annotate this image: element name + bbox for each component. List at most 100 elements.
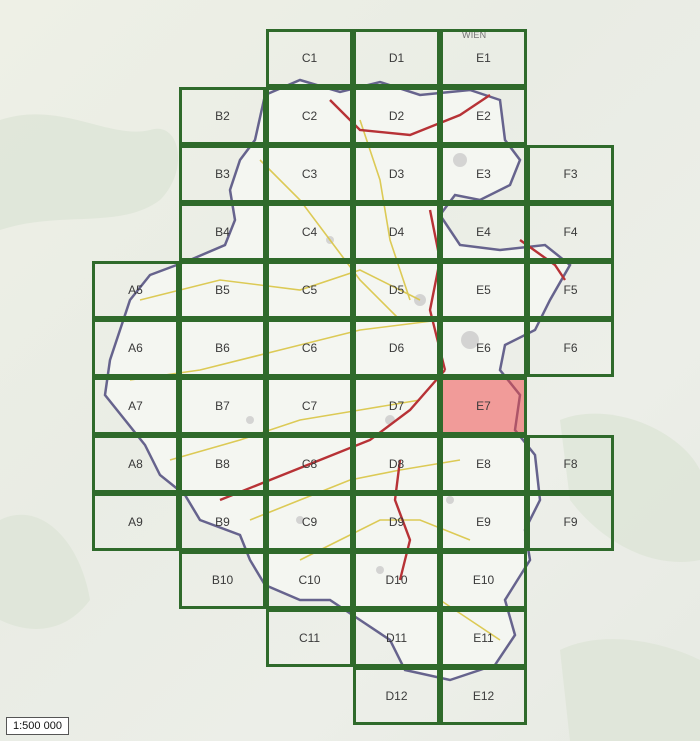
- map-sheet-label: E2: [476, 109, 491, 123]
- map-sheet-a7[interactable]: A7: [92, 377, 179, 435]
- map-sheet-b7[interactable]: B7: [179, 377, 266, 435]
- map-sheet-d11[interactable]: D11: [353, 609, 440, 667]
- map-sheet-b5[interactable]: B5: [179, 261, 266, 319]
- map-sheet-label: C9: [301, 515, 318, 529]
- map-sheet-d4[interactable]: D4: [353, 203, 440, 261]
- map-sheet-d6[interactable]: D6: [353, 319, 440, 377]
- map-sheet-e11[interactable]: E11: [440, 609, 527, 667]
- map-sheet-f6[interactable]: F6: [527, 319, 614, 377]
- map-sheet-f8[interactable]: F8: [527, 435, 614, 493]
- map-sheet-label: B7: [215, 399, 230, 413]
- map-sheet-c2[interactable]: C2: [266, 87, 353, 145]
- map-sheet-label: F5: [563, 283, 578, 297]
- map-sheet-e8[interactable]: E8: [440, 435, 527, 493]
- map-sheet-b6[interactable]: B6: [179, 319, 266, 377]
- map-sheet-d1[interactable]: D1: [353, 29, 440, 87]
- map-sheet-f5[interactable]: F5: [527, 261, 614, 319]
- map-sheet-b4[interactable]: B4: [179, 203, 266, 261]
- map-sheet-c10[interactable]: C10: [266, 551, 353, 609]
- map-sheet-label: C8: [301, 457, 318, 471]
- map-sheet-label: A9: [128, 515, 143, 529]
- map-sheet-f9[interactable]: F9: [527, 493, 614, 551]
- map-sheet-label: D12: [385, 689, 408, 703]
- map-sheet-c1[interactable]: C1: [266, 29, 353, 87]
- map-sheet-d2[interactable]: D2: [353, 87, 440, 145]
- map-sheet-b2[interactable]: B2: [179, 87, 266, 145]
- map-sheet-label: E11: [473, 631, 494, 645]
- map-sheet-label: E8: [476, 457, 491, 471]
- map-sheet-f4[interactable]: F4: [527, 203, 614, 261]
- map-sheet-label: C7: [301, 399, 318, 413]
- map-sheet-d12[interactable]: D12: [353, 667, 440, 725]
- map-sheet-label: C6: [301, 341, 318, 355]
- map-sheet-label: B2: [215, 109, 230, 123]
- map-sheet-e9[interactable]: E9: [440, 493, 527, 551]
- map-sheet-c7[interactable]: C7: [266, 377, 353, 435]
- map-sheet-label: D1: [388, 51, 405, 65]
- map-sheet-label: F9: [563, 515, 578, 529]
- map-sheet-label: D2: [388, 109, 405, 123]
- map-sheet-label: C4: [301, 225, 318, 239]
- map-sheet-e7[interactable]: E7: [440, 377, 527, 435]
- map-sheet-d7[interactable]: D7: [353, 377, 440, 435]
- map-sheet-e1[interactable]: E1: [440, 29, 527, 87]
- map-sheet-label: D5: [388, 283, 405, 297]
- map-sheet-label: B5: [215, 283, 230, 297]
- map-sheet-c3[interactable]: C3: [266, 145, 353, 203]
- map-sheet-label: D6: [388, 341, 405, 355]
- map-sheet-e10[interactable]: E10: [440, 551, 527, 609]
- map-sheet-label: D11: [385, 631, 408, 645]
- map-sheet-label: E5: [476, 283, 491, 297]
- map-sheet-c9[interactable]: C9: [266, 493, 353, 551]
- map-sheet-label: B8: [215, 457, 230, 471]
- map-sheet-e3[interactable]: E3: [440, 145, 527, 203]
- map-sheet-c5[interactable]: C5: [266, 261, 353, 319]
- map-sheet-b10[interactable]: B10: [179, 551, 266, 609]
- map-sheet-d10[interactable]: D10: [353, 551, 440, 609]
- map-sheet-label: D10: [385, 573, 408, 587]
- map-sheet-d8[interactable]: D8: [353, 435, 440, 493]
- map-sheet-a9[interactable]: A9: [92, 493, 179, 551]
- map-sheet-c11[interactable]: C11: [266, 609, 353, 667]
- map-sheet-label: D8: [388, 457, 405, 471]
- map-sheet-f3[interactable]: F3: [527, 145, 614, 203]
- map-sheet-label: A7: [128, 399, 143, 413]
- map-sheet-d9[interactable]: D9: [353, 493, 440, 551]
- map-sheet-label: E6: [476, 341, 491, 355]
- map-sheet-c6[interactable]: C6: [266, 319, 353, 377]
- map-sheet-label: A5: [128, 283, 143, 297]
- map-sheet-label: B10: [211, 573, 234, 587]
- town-label-wien: WIEN: [462, 30, 487, 40]
- region-area: [103, 78, 572, 682]
- map-sheet-a6[interactable]: A6: [92, 319, 179, 377]
- map-sheet-b9[interactable]: B9: [179, 493, 266, 551]
- map-sheet-e5[interactable]: E5: [440, 261, 527, 319]
- map-sheet-label: A8: [128, 457, 143, 471]
- map-sheet-b3[interactable]: B3: [179, 145, 266, 203]
- map-sheet-c4[interactable]: C4: [266, 203, 353, 261]
- map-sheet-d5[interactable]: D5: [353, 261, 440, 319]
- map-sheet-label: B4: [215, 225, 230, 239]
- map-sheet-label: F6: [563, 341, 578, 355]
- map-sheet-label: C2: [301, 109, 318, 123]
- map-sheet-label: F4: [563, 225, 578, 239]
- map-sheet-label: E12: [472, 689, 495, 703]
- map-sheet-e6[interactable]: E6: [440, 319, 527, 377]
- map-sheet-label: B6: [215, 341, 230, 355]
- map-sheet-a5[interactable]: A5: [92, 261, 179, 319]
- map-sheet-label: E3: [476, 167, 491, 181]
- map-sheet-b8[interactable]: B8: [179, 435, 266, 493]
- map-sheet-a8[interactable]: A8: [92, 435, 179, 493]
- map-sheet-e2[interactable]: E2: [440, 87, 527, 145]
- map-sheet-label: C11: [298, 631, 321, 645]
- map-sheet-label: E7: [476, 399, 491, 413]
- map-sheet-c8[interactable]: C8: [266, 435, 353, 493]
- map-sheet-label: B3: [215, 167, 230, 181]
- map-sheet-label: E1: [476, 51, 491, 65]
- map-sheet-label: F3: [563, 167, 578, 181]
- map-sheet-e4[interactable]: E4: [440, 203, 527, 261]
- map-sheet-label: D4: [388, 225, 405, 239]
- map-sheet-d3[interactable]: D3: [353, 145, 440, 203]
- map-sheet-e12[interactable]: E12: [440, 667, 527, 725]
